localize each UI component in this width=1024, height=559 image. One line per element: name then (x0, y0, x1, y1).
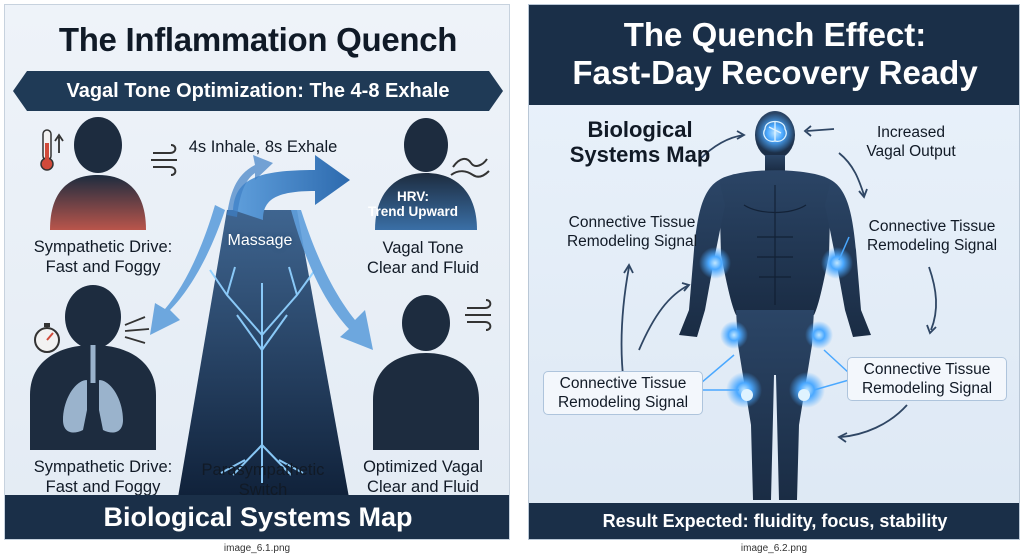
vagal-output-label: Increased Vagal Output (866, 124, 956, 160)
caption-left: image_6.1.png (223, 543, 291, 554)
tree-column (177, 210, 350, 503)
sympathetic-label-2: Sympathetic Drive: Fast and Foggy (33, 458, 173, 496)
vagal-label-1: Vagal Tone Clear and Fluid (367, 239, 479, 277)
left-footer: Biological Systems Map (5, 495, 509, 539)
right-down-arrow (291, 210, 373, 350)
caption-right: image_6.2.png (740, 543, 808, 554)
right-title: The Quench Effect: Fast-Day Recovery Rea… (529, 5, 1019, 105)
glow-points (699, 113, 853, 408)
right-footer: Result Expected: fluidity, focus, stabil… (529, 503, 1019, 539)
brain-icon (763, 120, 787, 142)
wind-icon-2 (465, 299, 492, 331)
connective-tissue-label-4: Connective Tissue Remodeling Signal (847, 357, 1007, 401)
thermometer-icon (40, 129, 64, 171)
left-panel: The Inflammation Quench Vagal Tone Optim… (4, 4, 510, 540)
human-body-figure (679, 111, 871, 500)
upper-left-arrow (227, 155, 273, 217)
person-sympathetic-1 (50, 117, 146, 230)
right-subtitle: Biological Systems Map (569, 117, 711, 167)
hrv-label: HRV: Trend Upward (367, 189, 458, 219)
parasympathetic-label: Parasympathetic Switch (201, 461, 325, 499)
wave-icon (450, 157, 490, 178)
left-title: The Inflammation Quench (58, 21, 458, 58)
connective-tissue-label-2: Connective Tissue Remodeling Signal (866, 218, 998, 254)
left-down-arrow (150, 205, 225, 335)
right-illustration (620, 111, 1011, 539)
left-banner: Vagal Tone Optimization: The 4-8 Exhale (13, 71, 503, 111)
connective-tissue-label-1: Connective Tissue Remodeling Signal (566, 214, 698, 250)
breath-label: 4s Inhale, 8s Exhale (188, 138, 338, 156)
left-illustration (30, 117, 492, 503)
person-vagal-1 (375, 118, 477, 230)
massage-label: Massage (227, 232, 293, 249)
right-panel: The Quench Effect: Fast-Day Recovery Rea… (528, 4, 1020, 540)
person-vagal-2 (373, 295, 479, 450)
sympathetic-label-1: Sympathetic Drive: Fast and Foggy (33, 238, 173, 276)
connective-tissue-label-3: Connective Tissue Remodeling Signal (543, 371, 703, 415)
wind-icon (151, 144, 177, 176)
inhale-arrow (233, 155, 350, 220)
neural-tree-icon (209, 266, 316, 483)
vagal-label-2: Optimized Vagal Clear and Fluid (363, 458, 483, 496)
lungs-icon (63, 360, 123, 433)
stopwatch-icon (34, 323, 60, 353)
connector-lines (700, 236, 850, 391)
breath-lines-icon (124, 316, 150, 344)
person-lungs (30, 285, 156, 450)
